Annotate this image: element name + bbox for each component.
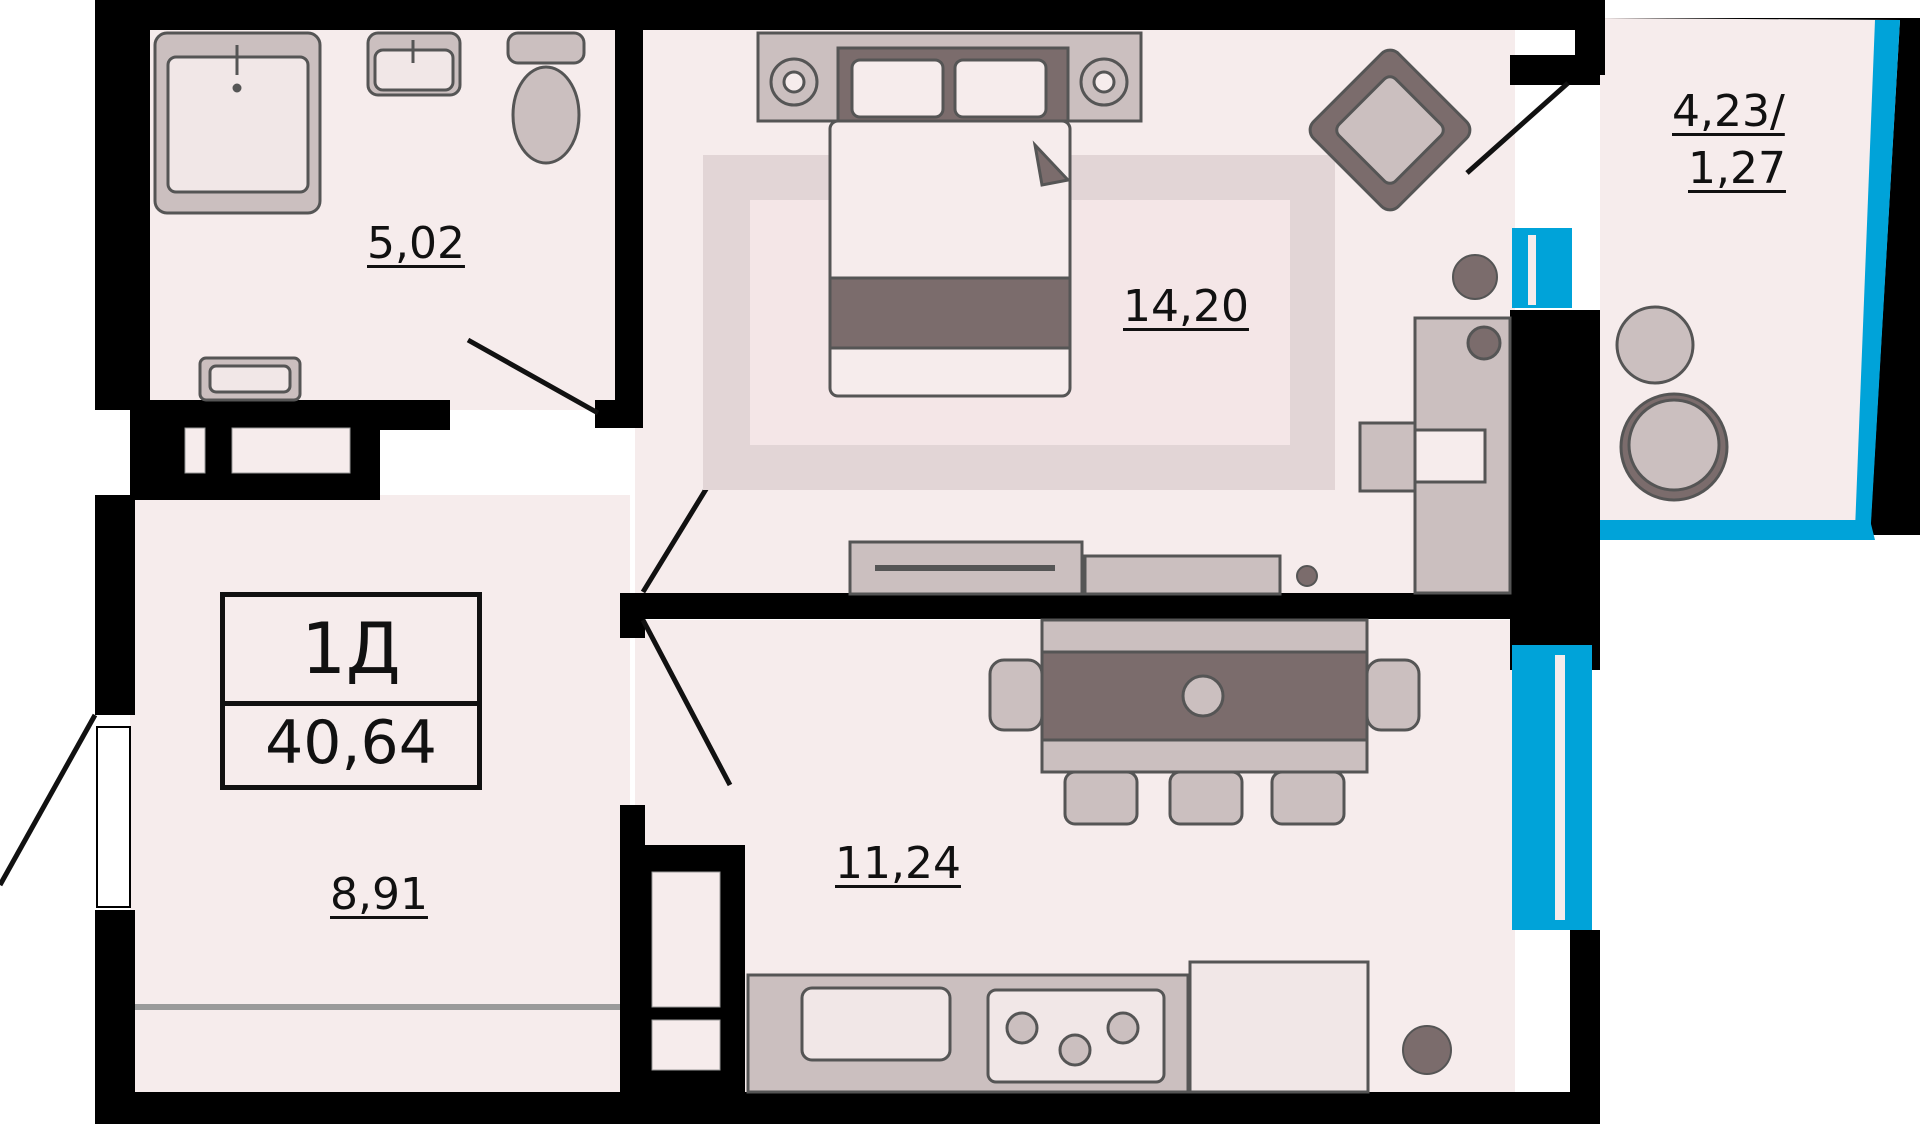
windows: [96, 20, 1900, 930]
room-area-bathroom: 5,02: [367, 218, 465, 269]
apartment-total-area: 40,64: [265, 708, 437, 778]
room-area-hallway: 8,91: [330, 869, 428, 920]
room-area-balcony-line2: 1,27: [1688, 143, 1786, 194]
hallway-shelf: [135, 1004, 620, 1010]
room-area-bedroom: 14,20: [1123, 281, 1249, 332]
kitchen-furniture: [746, 618, 1421, 1094]
walls: [95, 0, 1920, 1124]
door-swings: [0, 81, 1570, 887]
plant-icons: [1296, 254, 1498, 1075]
closets: [184, 427, 721, 1071]
room-area-balcony-line1: 4,23/: [1672, 86, 1785, 137]
balcony-furniture: [1615, 305, 1729, 502]
room-area-kitchen: 11,24: [835, 838, 961, 889]
apartment-code: 1Д: [225, 597, 477, 706]
bedroom-furniture: [703, 31, 1512, 596]
bathroom-fixtures: [153, 31, 586, 402]
apartment-badge: 1Д 40,64: [220, 592, 482, 790]
